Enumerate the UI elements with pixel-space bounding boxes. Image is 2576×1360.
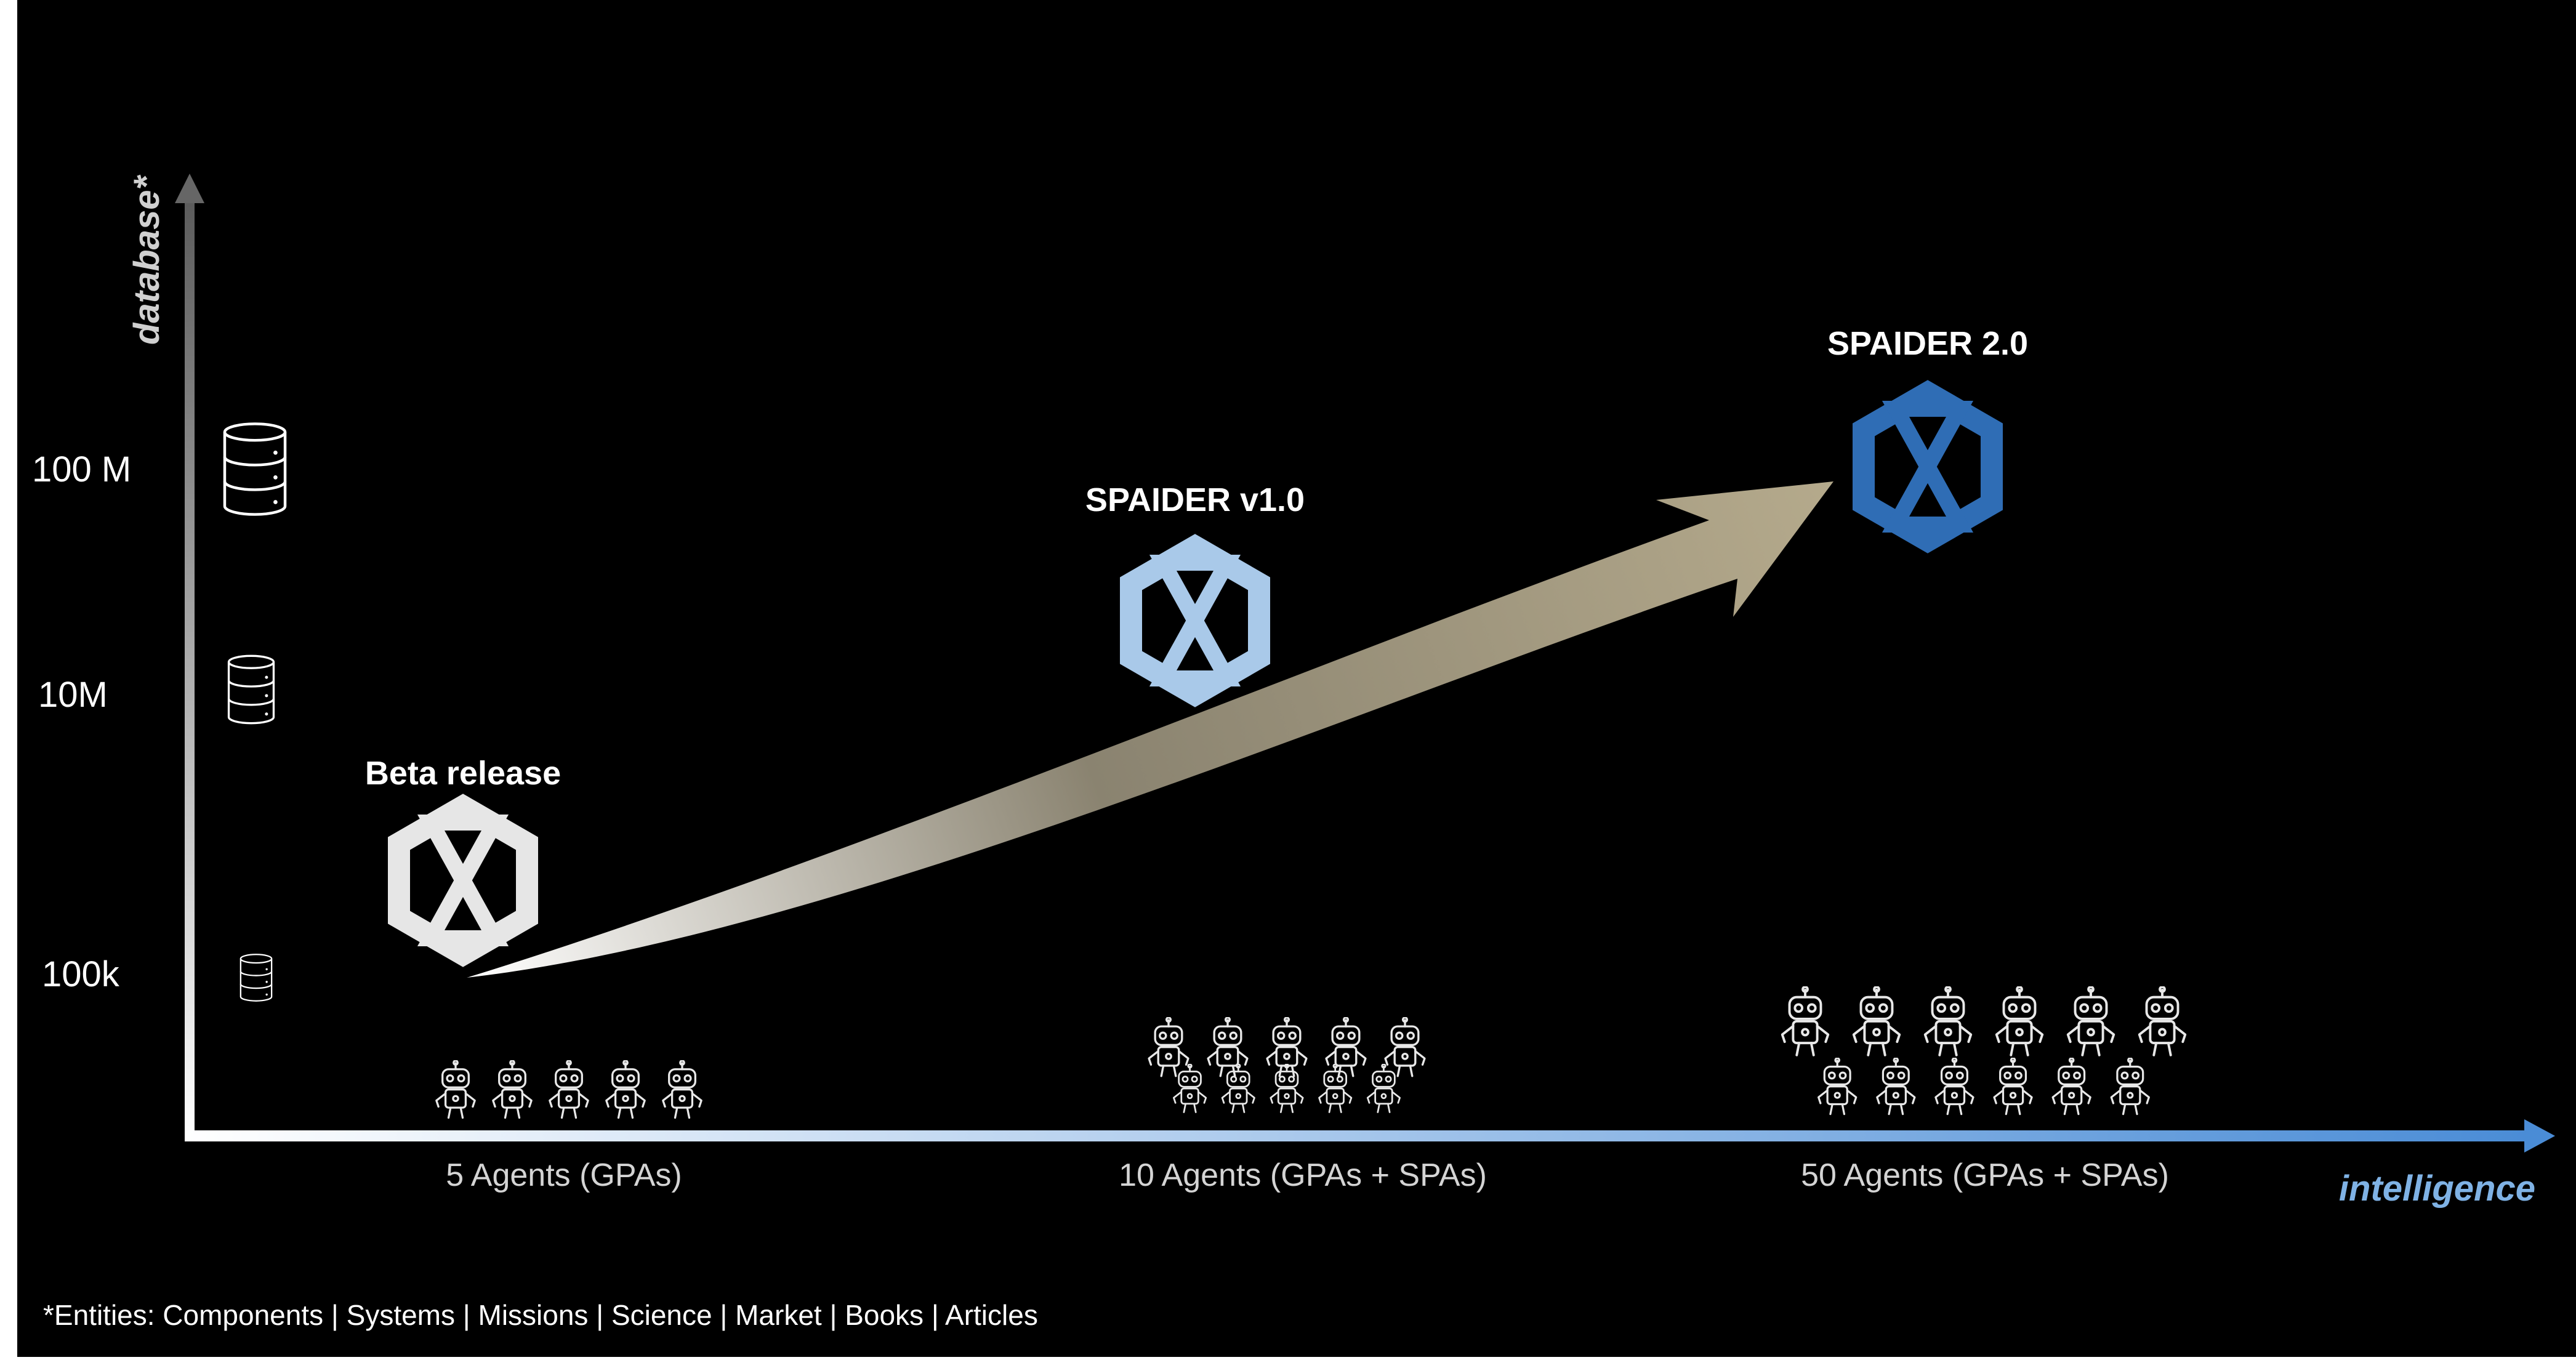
y-tick-label: 10M	[38, 675, 108, 715]
milestone-title: SPAIDER 2.0	[1827, 325, 2028, 362]
x-tick-label: 10 Agents (GPAs + SPAs)	[1119, 1157, 1487, 1193]
spaider-hex-logo	[1853, 380, 2003, 553]
y-tick-label: 100 M	[32, 449, 131, 489]
spaider-hex-logo	[388, 794, 538, 967]
milestone-title: Beta release	[365, 755, 561, 792]
x-axis-line	[185, 1130, 2530, 1141]
x-tick-label: 50 Agents (GPAs + SPAs)	[1801, 1157, 2169, 1193]
x-axis-arrowhead	[2524, 1119, 2555, 1153]
y-tick-label: 100k	[42, 954, 120, 994]
y-axis-arrowhead	[175, 174, 204, 203]
footnote: *Entities: Components | Systems | Missio…	[43, 1299, 1038, 1331]
y-axis-title: database*	[127, 175, 167, 345]
y-axis-line	[185, 192, 195, 1140]
growth-arrow	[467, 481, 1833, 978]
milestone-title: SPAIDER v1.0	[1085, 481, 1305, 518]
x-axis-title: intelligence	[2339, 1169, 2535, 1209]
x-tick-label: 5 Agents (GPAs)	[446, 1157, 682, 1193]
spaider-hex-logo	[1120, 534, 1270, 707]
